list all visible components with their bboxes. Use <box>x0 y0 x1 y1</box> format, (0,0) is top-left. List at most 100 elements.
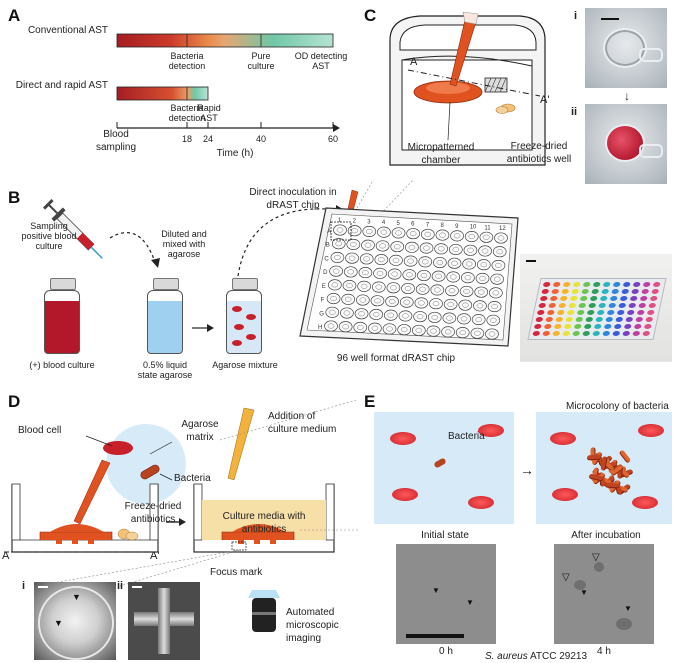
chip-well <box>491 259 506 271</box>
label-focus-mark: Focus mark <box>210 567 263 578</box>
chip-well-inner <box>481 248 489 254</box>
colored-well <box>581 289 590 294</box>
chip-well-inner <box>416 314 424 320</box>
chip-well <box>341 293 356 305</box>
chip-well-inner <box>334 254 341 260</box>
colored-well <box>553 324 562 329</box>
colored-well <box>621 289 630 294</box>
chip-well <box>402 269 417 281</box>
chip-well-inner <box>407 258 414 264</box>
colored-well <box>609 296 618 301</box>
chip-row-letter: G <box>319 311 324 317</box>
chip-well-inner <box>386 326 393 332</box>
chamber-cutaway <box>389 11 546 166</box>
chip-well-inner <box>435 273 442 279</box>
chip-col-number: 11 <box>484 225 491 231</box>
chip-well-inner <box>409 231 417 237</box>
chip-well-inner <box>497 235 505 241</box>
chip-well <box>442 312 457 324</box>
colored-well <box>533 324 542 329</box>
colored-well <box>562 331 571 336</box>
axis-title: Time (h) <box>216 148 254 159</box>
arrow-right-icon: → <box>520 462 534 478</box>
colored-well <box>632 331 641 336</box>
chip-well <box>475 272 490 284</box>
chip-well <box>414 297 429 309</box>
chip-well-inner <box>360 283 368 289</box>
colored-well <box>561 289 570 294</box>
chip-well <box>387 268 402 280</box>
axis-origin-label: Blood sampling <box>95 129 137 153</box>
chip-well <box>368 322 382 334</box>
chip-col-number: 10 <box>470 225 477 231</box>
colored-well <box>536 310 545 315</box>
chip-well <box>397 324 412 336</box>
colored-well <box>628 303 637 308</box>
chip-well-inner <box>476 303 484 309</box>
chip-row-letter: E <box>322 284 326 290</box>
chip-well <box>463 244 478 256</box>
stage-rapid-ast: Rapid AST <box>197 103 221 123</box>
colored-well <box>612 282 621 287</box>
microcolony-cluster <box>580 446 634 496</box>
chip-well <box>457 313 471 325</box>
photo-chamber-filled <box>585 104 667 184</box>
chip-well <box>342 280 357 292</box>
label-conventional-ast: Conventional AST <box>27 25 108 36</box>
colored-well <box>642 282 651 287</box>
colored-well <box>575 317 584 322</box>
chip-well <box>330 251 345 263</box>
chip-col-number: 4 <box>382 220 386 226</box>
chip-well <box>474 286 489 298</box>
label-microscopic-imaging: Automated microscopic imaging <box>286 607 339 644</box>
chip-well <box>426 325 441 337</box>
chip-well <box>473 300 487 312</box>
colored-well <box>572 282 581 287</box>
label-bacteria-d: Bacteria <box>174 473 211 484</box>
colored-well <box>596 310 605 315</box>
box-after-incubation <box>536 412 672 524</box>
chip-well-inner <box>348 255 356 261</box>
panel-letter-e: E <box>364 392 376 411</box>
chip-col-number: 7 <box>426 222 430 228</box>
micrograph-4h: ▽ ▽ ▼ ▼ <box>554 544 654 644</box>
label-0h: 0 h <box>439 646 453 657</box>
chip-well-inner <box>350 241 357 247</box>
chip-well-inner <box>418 300 425 306</box>
chip-well-inner <box>364 242 372 248</box>
chip-col-number: 2 <box>353 219 357 225</box>
colored-well <box>615 317 624 322</box>
label-rapid-ast: Direct and rapid AST <box>15 80 108 91</box>
chip-well <box>377 226 391 238</box>
chip-well <box>485 328 499 340</box>
arrowhead-icon: ▼ <box>72 592 81 602</box>
chip-well-inner <box>402 313 409 319</box>
chip-well-inner <box>332 268 340 274</box>
chip-well <box>470 327 485 339</box>
label-culture-media: Culture media with antibiotics <box>222 511 306 535</box>
colored-well <box>583 324 592 329</box>
colored-well <box>539 296 548 301</box>
colored-well <box>552 331 561 336</box>
chip-well <box>328 279 342 291</box>
tick-60: 60 <box>327 134 338 144</box>
colored-well <box>649 296 658 301</box>
colored-well <box>652 282 661 287</box>
chip-well-inner <box>403 299 411 305</box>
chip-well-inner <box>480 262 488 268</box>
chip-well-inner <box>329 309 336 315</box>
colored-well <box>572 331 581 336</box>
chip-well <box>450 230 464 242</box>
chip-well-inner <box>392 257 400 263</box>
colored-well <box>548 303 557 308</box>
chip-well <box>430 284 445 296</box>
chip-well <box>374 254 389 266</box>
chip-well <box>419 242 434 254</box>
chip-well-inner <box>391 271 398 277</box>
colored-well <box>559 296 568 301</box>
chip-well-inner <box>467 247 474 253</box>
chip-well-inner <box>468 233 475 240</box>
chip-well <box>494 232 508 244</box>
chip-well-inner <box>420 272 428 279</box>
chip-row-letter: C <box>324 256 329 262</box>
